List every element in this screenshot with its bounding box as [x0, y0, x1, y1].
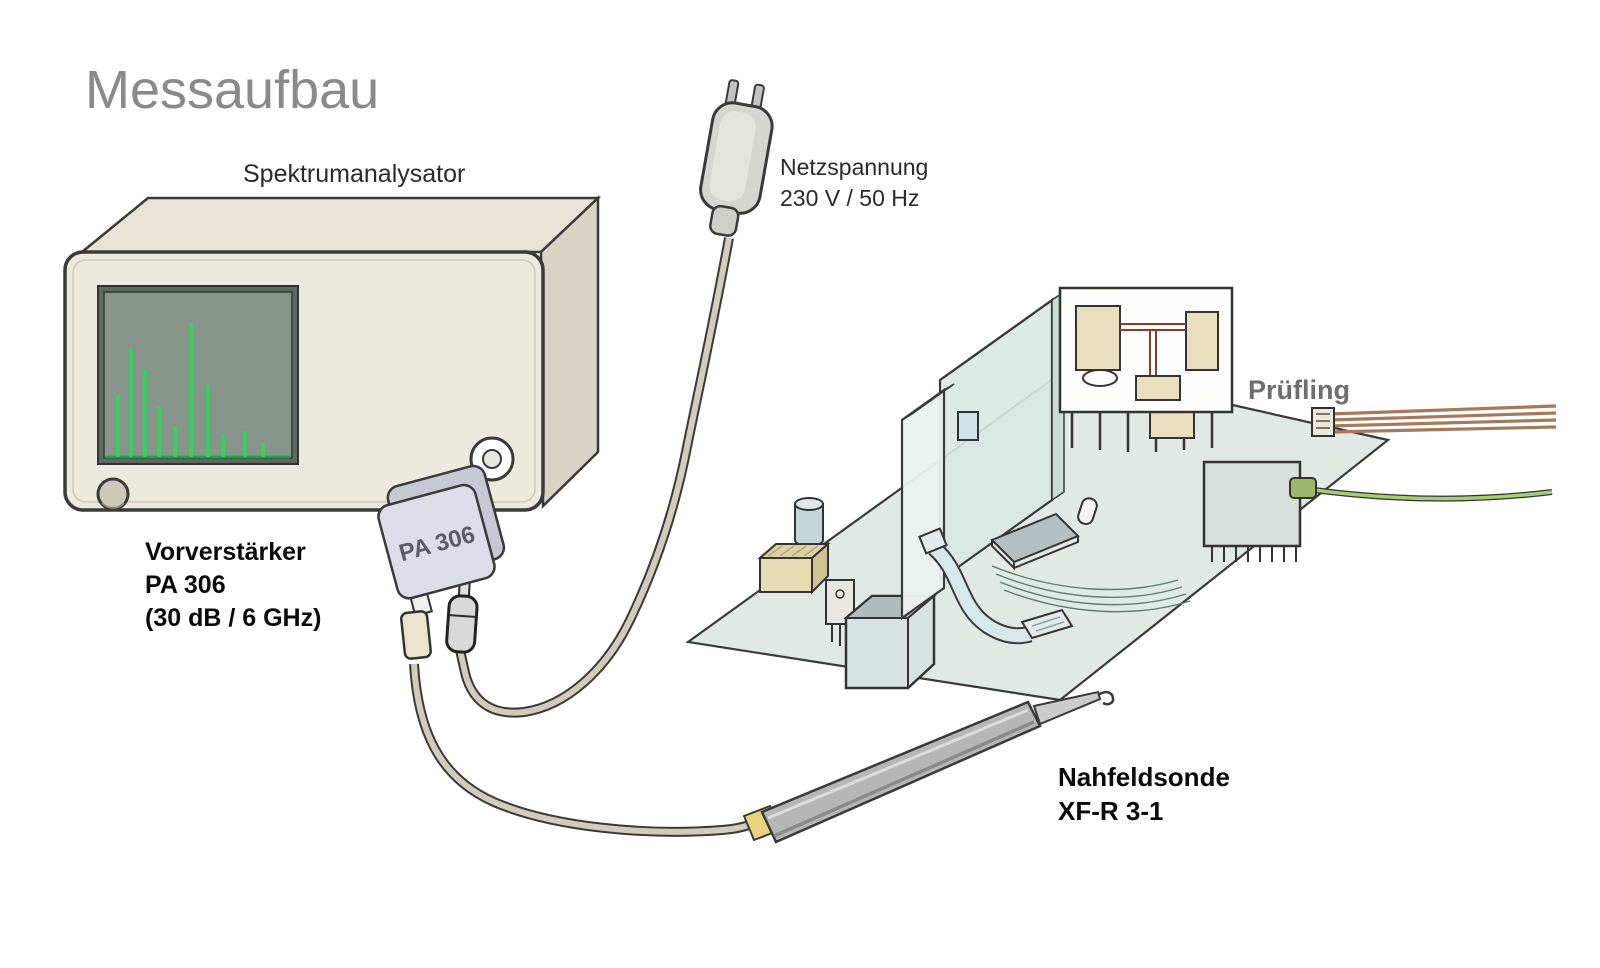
- preamp-group: PA 306: [377, 464, 506, 660]
- dut-label: Prüfling: [1248, 375, 1350, 405]
- mains-cable: [457, 237, 732, 716]
- preamp-caption-line3: (30 dB / 6 GHz): [145, 604, 321, 632]
- analyzer-label: Spektrumanalysator: [243, 160, 465, 188]
- ribbon-connector-top: [918, 527, 948, 555]
- mains-plug-group: [455, 79, 774, 718]
- standing-panel-front: [900, 383, 955, 621]
- analyzer-screen: [103, 291, 293, 459]
- mains-plug: [699, 79, 774, 237]
- probe-handle: [760, 700, 1042, 844]
- preamp-input-ferrule: [400, 610, 432, 660]
- green-wire: [1289, 477, 1553, 502]
- transformer: [757, 541, 831, 595]
- probe-cable: [411, 663, 758, 835]
- dut-board-group: [685, 286, 1557, 702]
- probe-cable-group: [409, 663, 759, 837]
- plug-strain-relief: [709, 204, 740, 237]
- probe-tip: [1032, 690, 1102, 726]
- dc-barrel-jack: [445, 580, 479, 654]
- preamp-body: PA 306: [377, 464, 506, 600]
- preamp-caption-line1: Vorverstärker: [145, 538, 306, 566]
- probe-label-line1: Nahfeldsonde: [1058, 762, 1230, 792]
- nearfield-probe: [742, 690, 1115, 844]
- probe-cable-outline: [409, 663, 759, 837]
- relay-component: [1058, 286, 1234, 452]
- analyzer-top-face: [78, 196, 602, 254]
- ic-chip: [1202, 460, 1302, 562]
- green-wire-connector: [1289, 477, 1317, 499]
- ribbon-cable: [918, 527, 1074, 645]
- spectrum-analyzer: [63, 195, 602, 512]
- page-title: Messaufbau: [85, 60, 379, 120]
- mains-label-line2: 230 V / 50 Hz: [780, 185, 919, 211]
- preamp-caption-line2: PA 306: [145, 571, 226, 599]
- ribbon-plug: [1311, 407, 1335, 437]
- analyzer-knob: [96, 477, 130, 511]
- smd-part: [1077, 497, 1098, 526]
- flat-chip: [990, 512, 1080, 571]
- capacitor: [794, 497, 824, 547]
- pcb-traces: [991, 565, 1191, 613]
- spectrum-bars: [116, 323, 265, 457]
- panel-tab: [957, 411, 979, 441]
- probe-label-line2: XF-R 3-1: [1058, 796, 1163, 826]
- probe-loop: [1097, 690, 1115, 706]
- mains-label-line1: Netzspannung: [780, 154, 928, 180]
- shield-box: [843, 594, 937, 690]
- flat-ribbon-wires: [1311, 404, 1557, 437]
- analyzer-side-face: [539, 195, 600, 509]
